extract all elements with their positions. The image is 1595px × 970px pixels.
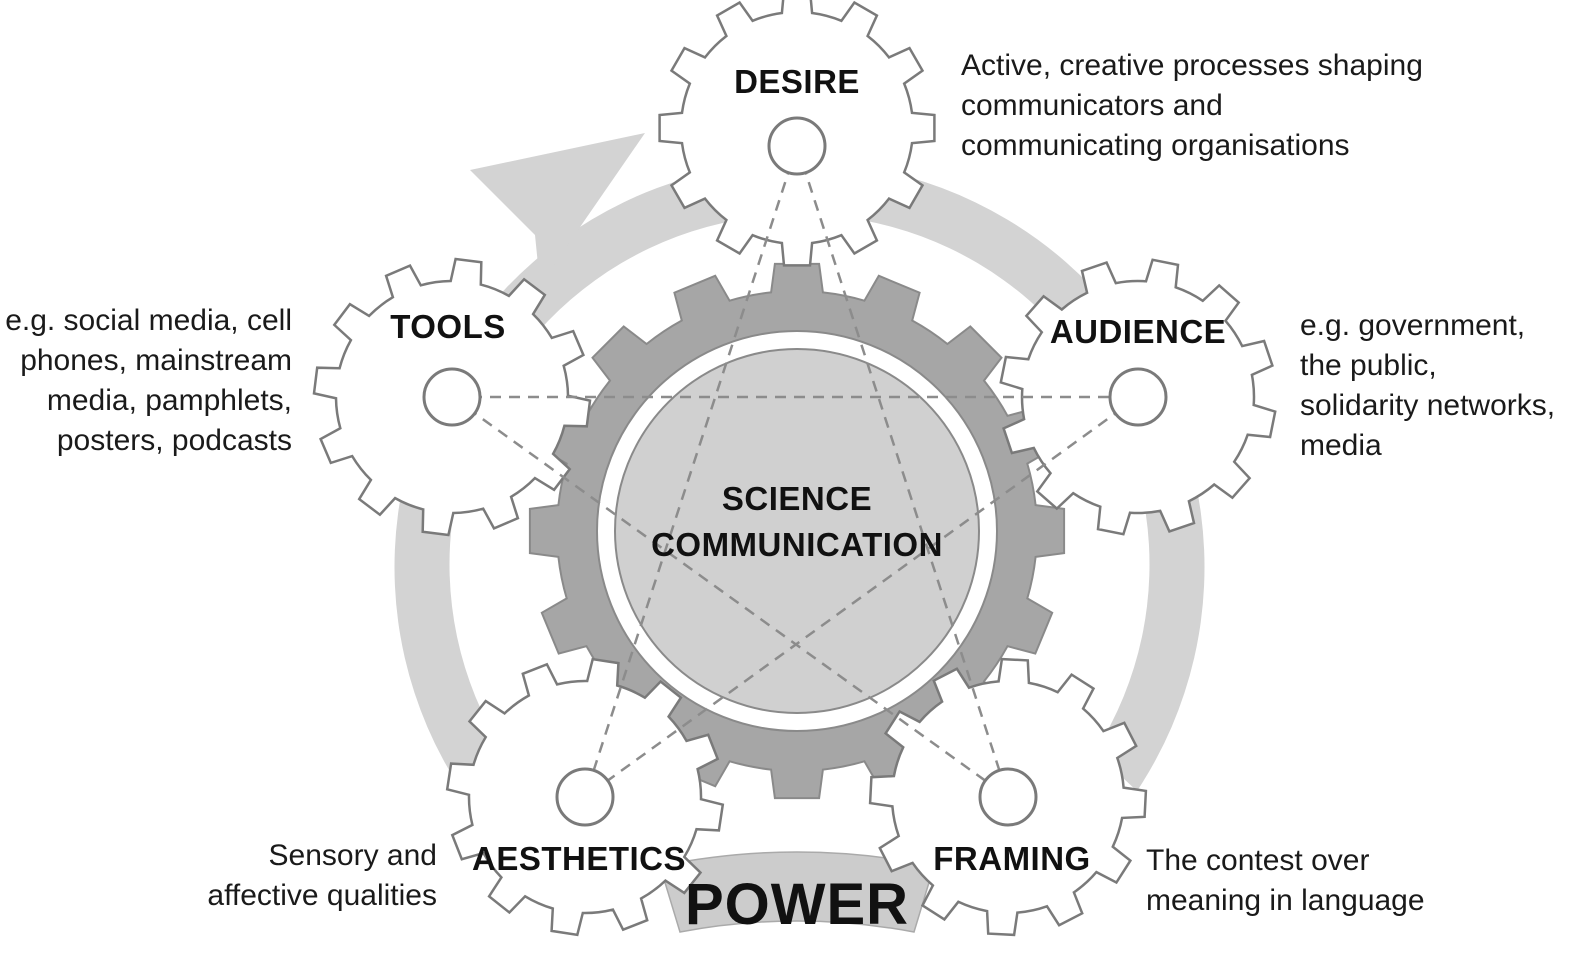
aesthetics-label: AESTHETICS — [472, 840, 686, 877]
framing-note-line: meaning in language — [1146, 884, 1425, 917]
audience-note-line: e.g. government, — [1300, 309, 1525, 342]
framing-note-line: The contest over — [1146, 844, 1369, 877]
power-label: POWER — [685, 872, 909, 937]
aesthetics-axle — [555, 767, 615, 827]
gear-axles — [422, 116, 1168, 827]
audience-note-line: the public, — [1300, 349, 1437, 382]
desire-axle — [767, 116, 827, 176]
desire-note-line: Active, creative processes shaping — [961, 49, 1423, 82]
tools-axle — [422, 367, 482, 427]
center-label-line1: SCIENCE — [722, 480, 872, 517]
audience-label: AUDIENCE — [1050, 313, 1226, 350]
tools-note-line: phones, mainstream — [20, 344, 292, 377]
aesthetics-note-line: affective qualities — [207, 879, 437, 912]
audience-note-line: media — [1300, 429, 1382, 462]
framing-label: FRAMING — [933, 840, 1090, 877]
tools-note-line: posters, podcasts — [57, 424, 292, 457]
tools-note-line: e.g. social media, cell — [5, 304, 292, 337]
audience-axle — [1108, 367, 1168, 427]
aesthetics-note-line: Sensory and — [269, 839, 437, 872]
desire-note-line: communicators and — [961, 89, 1223, 122]
desire-label: DESIRE — [734, 63, 860, 100]
tools-label: TOOLS — [390, 308, 506, 345]
power-band — [659, 851, 935, 933]
framing-axle — [978, 767, 1038, 827]
audience-note: e.g. government, the public, solidarity … — [1300, 309, 1555, 462]
audience-note-line: solidarity networks, — [1300, 389, 1555, 422]
pentagram-icon — [451, 145, 1139, 799]
desire-note-line: communicating organisations — [961, 129, 1350, 162]
tools-note-line: media, pamphlets, — [47, 384, 292, 417]
tools-note: e.g. social media, cell phones, mainstre… — [5, 304, 292, 457]
framing-note: The contest over meaning in language — [1146, 844, 1425, 917]
aesthetics-note: Sensory and affective qualities — [207, 839, 437, 912]
center-label-line2: COMMUNICATION — [651, 526, 943, 563]
desire-note: Active, creative processes shaping commu… — [961, 49, 1423, 162]
